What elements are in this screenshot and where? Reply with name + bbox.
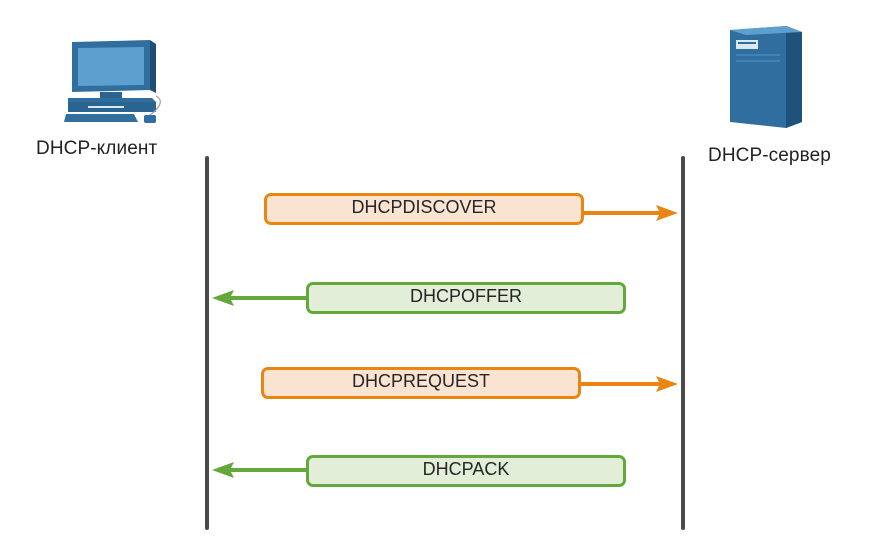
arrow-to-server	[581, 376, 678, 392]
message-dhcprequest: DHCPREQUEST	[261, 367, 581, 399]
server-tower-icon	[726, 22, 806, 130]
client-lifeline	[205, 156, 209, 530]
desktop-computer-icon	[64, 38, 168, 128]
arrow-to-client	[212, 462, 306, 478]
message-dhcpoffer: DHCPOFFER	[306, 282, 626, 314]
arrow-to-server	[584, 205, 678, 221]
arrow-to-client	[212, 290, 306, 306]
message-dhcpack: DHCPACK	[306, 455, 626, 487]
server-label: DHCP-сервер	[708, 145, 831, 166]
message-dhcpdiscover: DHCPDISCOVER	[264, 193, 584, 225]
server-lifeline	[681, 156, 685, 530]
client-label: DHCP-клиент	[36, 138, 158, 159]
